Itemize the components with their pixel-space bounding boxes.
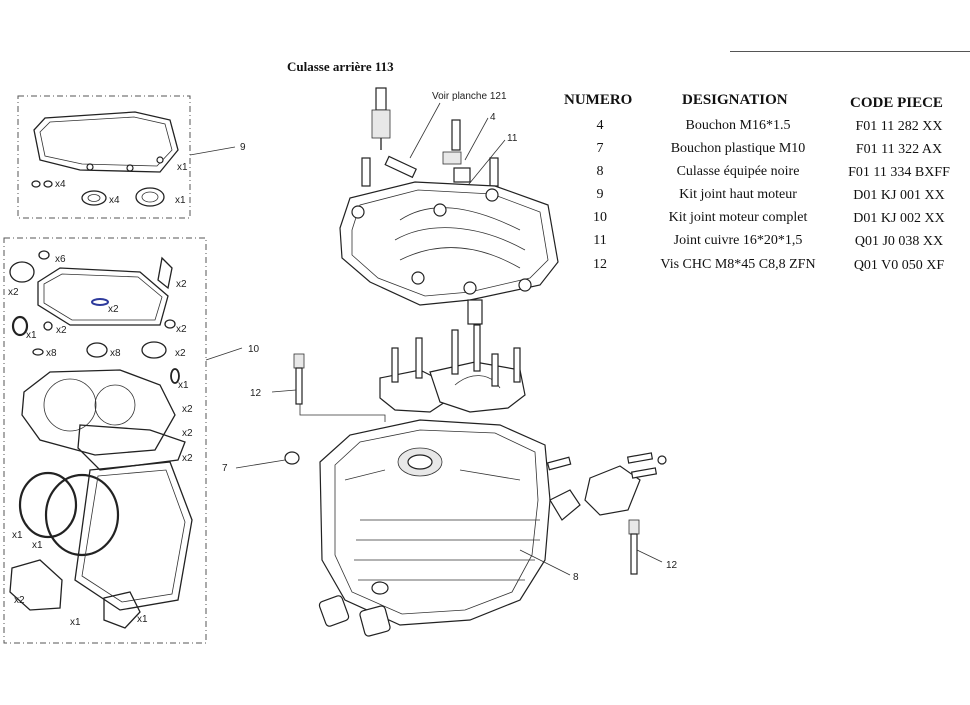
valve-cover-gasket-inner	[39, 116, 173, 167]
col-header-numero: NUMERO	[564, 92, 633, 108]
cell-numero: 8	[596, 164, 604, 179]
plug-7: 7	[222, 451, 300, 474]
cell-designation: Culasse équipée noire	[676, 164, 800, 179]
cell-numero: 10	[593, 210, 607, 225]
kit-10-box	[3, 237, 207, 644]
cell-numero: 7	[596, 141, 604, 156]
qty-label: x2	[176, 324, 187, 335]
cell-designation: Vis CHC M8*45 C8,8 ZFN	[660, 257, 816, 272]
cell-numero: 12	[593, 257, 607, 272]
large-o-ring	[18, 471, 78, 539]
cell-code: Q01 J0 038 XX	[854, 234, 944, 249]
page-title: Culasse arrière 113	[287, 59, 394, 74]
qty-label: x4	[109, 195, 120, 206]
qty-label: x2	[182, 453, 193, 464]
qty-label: x2	[56, 325, 67, 336]
qty-label: x8	[110, 348, 121, 359]
tensioner-group	[546, 452, 667, 521]
valve-cover-gasket	[33, 111, 179, 173]
callout-9: 9	[240, 142, 246, 153]
qty-label: x1	[26, 330, 37, 341]
cell-designation: Kit joint moteur complet	[668, 210, 808, 225]
qty-label: x1	[70, 617, 81, 628]
cell-code: F01 11 322 AX	[855, 142, 943, 157]
col-header-designation: DESIGNATION	[682, 92, 788, 108]
cell-designation: Bouchon plastique M10	[670, 141, 806, 156]
cell-numero: 4	[596, 118, 604, 133]
cell-code: D01 KJ 001 XX	[853, 188, 945, 203]
kit-10-group: x6 x2 x2 x2 x1 x2 x2 x8 x8 x2 x1 x2 x2 x…	[3, 237, 260, 644]
cell-numero: 11	[593, 233, 607, 248]
crankcase-gasket	[74, 461, 193, 611]
seal-ring	[81, 190, 107, 206]
callout-10: 10	[248, 344, 260, 355]
valve-cover-gasket-2	[37, 267, 169, 326]
kit-9-box	[17, 95, 191, 219]
callout-11: 11	[507, 133, 518, 144]
qty-label: x2	[8, 287, 19, 298]
cam-cap-group	[379, 324, 526, 413]
callout-12: 12	[250, 388, 262, 399]
cell-numero: 9	[596, 187, 604, 202]
spark-plug-group: Voir planche 121 4 11	[361, 87, 518, 196]
plug-icon	[453, 167, 471, 183]
qty-label: x1	[32, 540, 43, 551]
o-ring	[31, 180, 41, 188]
callout-voir-planche: Voir planche 121	[432, 91, 507, 102]
qty-label: x1	[177, 162, 188, 173]
qty-label: x2	[14, 595, 25, 606]
callout-8: 8	[573, 572, 579, 583]
qty-label: x1	[178, 380, 189, 391]
qty-label: x1	[175, 195, 186, 206]
cell-designation: Bouchon M16*1.5	[685, 118, 791, 133]
bolt-12-right: 12	[628, 519, 678, 575]
cell-designation: Kit joint haut moteur	[679, 187, 797, 202]
qty-label: x8	[46, 348, 57, 359]
cell-code: Q01 V0 050 XF	[853, 258, 945, 273]
callout-12: 12	[666, 560, 678, 571]
bolt-12-left: 12	[250, 353, 386, 422]
head-gasket	[21, 369, 176, 456]
qty-label: x6	[55, 254, 66, 265]
cylinder-head: 8	[318, 419, 579, 637]
kit-9-group: x1 x4 x4 x1 9	[17, 95, 246, 219]
qty-label: x4	[55, 179, 66, 190]
large-o-ring	[44, 473, 120, 557]
cell-designation: Joint cuivre 16*20*1,5	[673, 233, 803, 248]
cell-code: D01 KJ 002 XX	[853, 211, 945, 226]
qty-label: x2	[176, 279, 187, 290]
small-gasket	[157, 256, 173, 290]
spark-plug-icon	[371, 109, 391, 139]
callout-4: 4	[490, 112, 496, 123]
qty-label: x2	[182, 404, 193, 415]
valve-cover	[339, 181, 559, 325]
qty-label: x1	[12, 530, 23, 541]
header-rule	[730, 51, 970, 52]
cell-code: F01 11 334 BXFF	[848, 165, 950, 180]
large-seal	[135, 187, 165, 207]
qty-label: x1	[137, 614, 148, 625]
qty-label: x2	[175, 348, 186, 359]
qty-label: x2	[108, 304, 119, 315]
qty-label: x2	[182, 428, 193, 439]
callout-7: 7	[222, 463, 228, 474]
gasket-ring	[9, 261, 35, 283]
cell-code: F01 11 282 XX	[855, 119, 943, 134]
col-header-code: CODE PIECE	[850, 95, 943, 111]
